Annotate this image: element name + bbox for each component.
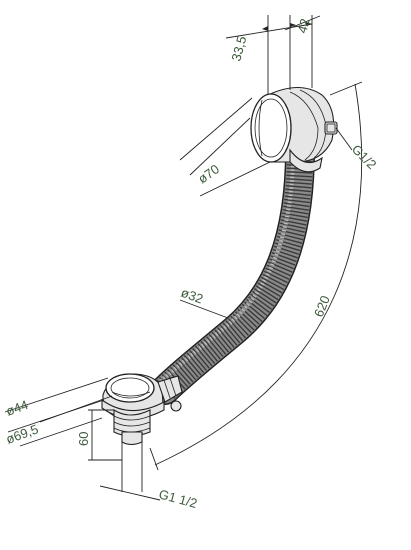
dim-drain-height: 60 <box>76 432 91 446</box>
overflow-unit <box>250 86 338 173</box>
dim-overflow-thread: G1/2 <box>349 142 380 173</box>
corrugated-hose <box>150 135 315 405</box>
dim-overflow-diameter: ø70 <box>195 161 222 186</box>
dim-overflow-width: 42 <box>294 17 312 35</box>
dim-hose-diameter: ø32 <box>179 285 205 307</box>
dim-hose-length: 620 <box>311 293 333 319</box>
dim-drain-flange-diameter: ø69,5 <box>4 421 40 446</box>
dim-drain-thread: G1 1/2 <box>157 486 199 511</box>
drain-unit <box>101 373 183 446</box>
dimension-lines <box>4 15 363 501</box>
dimension-labels: 33,5 42 ø70 G1/2 ø32 620 ø44 ø69,5 60 G1… <box>4 17 380 511</box>
dim-drain-cap-diameter: ø44 <box>4 397 30 419</box>
dim-overflow-depth: 33,5 <box>228 34 249 62</box>
